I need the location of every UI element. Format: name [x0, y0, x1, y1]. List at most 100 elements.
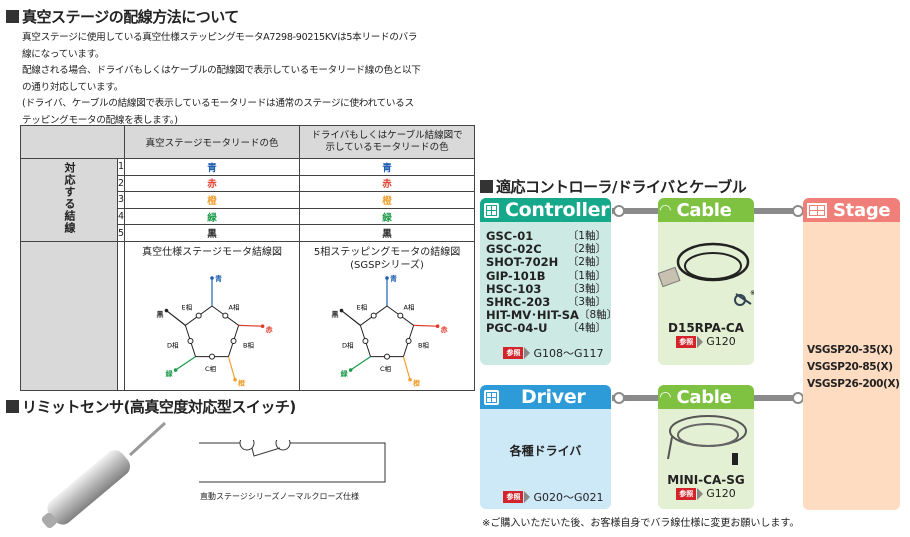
controller-item: GSC-02C〔2軸〕	[486, 243, 606, 256]
lead-label: 橙	[238, 379, 246, 387]
coil-icon	[405, 337, 412, 344]
driver-icon	[484, 389, 499, 405]
lead-terminal	[408, 377, 412, 382]
lead-terminal	[210, 276, 214, 280]
axis-count: 〔3軸〕	[567, 282, 606, 295]
controller-box: Controller GSC-01〔1軸〕GSC-02C〔2軸〕SHOT-702…	[480, 198, 617, 365]
side-label: 対応する結線	[63, 162, 76, 235]
ref-badge: 参照	[676, 487, 704, 500]
controller-model: GSC-01	[486, 229, 534, 243]
paragraph: 真空ステージに使用している真空仕様ステッピングモータA7298-90215KVは…	[22, 32, 418, 60]
coil-icon	[195, 312, 202, 319]
diagram-title: 5相ステッピングモータの結線図	[313, 246, 461, 258]
controller-item: GIP-101B〔1軸〕	[486, 268, 606, 283]
phase-label: D相	[167, 340, 179, 349]
row-number: 2	[116, 174, 126, 193]
coil-icon	[370, 312, 377, 319]
lead-wire	[166, 310, 186, 326]
controller-model: HIT-MV･HIT-SA	[486, 308, 579, 323]
cable-icon: ◠	[660, 202, 671, 218]
phase-label: B相	[243, 340, 254, 349]
stage-model: VSGSP20-35(X)	[807, 344, 893, 356]
d15rpa-cable-image: ※	[657, 242, 756, 306]
phase-label: A相	[228, 302, 239, 311]
lead-terminal	[173, 368, 178, 372]
page-reference[interactable]: G120	[706, 487, 736, 500]
connector-line	[753, 208, 805, 214]
connector-line	[753, 395, 805, 401]
lead-terminal	[435, 324, 440, 328]
controller-item: GSC-01 〔1軸〕	[486, 229, 606, 243]
row-number: 5	[116, 224, 126, 242]
ref-badge: 参照	[503, 347, 531, 359]
connector-knob	[613, 392, 625, 404]
lead-terminal	[339, 308, 344, 313]
controller-item: HIT-MV･HIT-SA〔8軸〕	[486, 308, 617, 323]
color-cell: 黒	[299, 224, 476, 242]
driver-name: 各種ドライバ	[509, 444, 582, 458]
mini-ca-sg-cable-image	[667, 415, 747, 465]
phase-label: A相	[403, 302, 414, 311]
lead-wire	[350, 356, 371, 371]
phase-label: E相	[182, 302, 193, 311]
lead-terminal	[385, 276, 389, 280]
footnote: ※ご購入いただいた後、お客様自身でバラ線仕様に変更お願いします。	[482, 518, 800, 529]
page-reference[interactable]: G020～G021	[533, 491, 604, 504]
compat-section-title: 適応コントローラ/ドライバとケーブル	[480, 176, 747, 197]
coil-icon	[397, 312, 404, 319]
connector-line	[612, 208, 660, 214]
box-label: Stage	[833, 199, 891, 221]
cable-model: D15RPA-CA	[668, 321, 744, 335]
lead-label: 赤	[441, 325, 448, 334]
lead-label: 黒	[157, 310, 164, 319]
color-cell: 赤	[299, 174, 476, 193]
box-label: Cable	[676, 199, 732, 221]
color-cell: 赤	[124, 174, 301, 193]
ref-badge: 参照	[503, 491, 531, 503]
paragraph: 配線される場合、ドライバもしくはケーブルの配線図で表示しているモータリード線の色…	[22, 65, 421, 93]
lead-wire	[413, 324, 438, 327]
column-header: ドライバもしくはケーブル結線図で示しているモータリードの色	[299, 125, 476, 159]
lead-wire	[238, 324, 263, 327]
controller-model: SHOT-702H	[486, 255, 559, 270]
coil-icon	[362, 337, 369, 344]
sensor-section-title: リミットセンサ(高真空度対応型スイッチ)	[6, 396, 296, 417]
switch-circuit-diagram	[199, 440, 386, 483]
lead-label: 青	[215, 274, 222, 283]
stage-model: VSGSP20-85(X)	[807, 361, 893, 373]
color-cell: 緑	[124, 207, 301, 226]
lead-wire	[227, 356, 236, 380]
stage-model: VSGSP26-200(X)	[807, 378, 900, 390]
stage-box: Stage VSGSP20-35(X) VSGSP20-85(X) VSGSP2…	[803, 198, 900, 510]
lead-label: 橙	[413, 379, 421, 387]
lead-label: 緑	[341, 369, 349, 378]
page-reference[interactable]: G120	[706, 335, 736, 348]
color-cell: 緑	[299, 207, 476, 226]
connector-line	[612, 395, 660, 401]
color-cell: 橙	[299, 191, 476, 209]
pentagon-winding	[184, 305, 240, 358]
coil-icon	[209, 353, 216, 360]
controller-model: PGC-04-U	[486, 321, 548, 336]
lead-wire	[402, 356, 411, 380]
page-reference[interactable]: G108～G117	[533, 347, 604, 360]
diagram-title: 真空仕様ステージモータ結線図	[142, 246, 282, 258]
axis-count: 〔1軸〕	[567, 230, 606, 242]
controller-model: GIP-101B	[486, 268, 546, 283]
axis-count: 〔2軸〕	[567, 243, 606, 256]
lead-wire	[175, 356, 196, 371]
color-cell: 橙	[124, 191, 301, 209]
phase-label: B相	[418, 340, 429, 349]
row-number: 3	[116, 191, 126, 209]
connector-knob	[613, 205, 625, 217]
controller-list: GSC-01 〔1軸〕GSC-02C〔2軸〕SHOT-702H 〔2軸〕 GIP-10…	[480, 222, 617, 336]
color-cell: 青	[299, 158, 476, 176]
coil-icon	[384, 353, 391, 360]
color-cell: 黒	[124, 224, 301, 242]
pentagon-winding	[359, 305, 415, 358]
coil-icon	[222, 312, 229, 319]
controller-model: SHRC-203	[486, 295, 551, 310]
title-text: 真空ステージの配線方法について	[22, 8, 239, 26]
